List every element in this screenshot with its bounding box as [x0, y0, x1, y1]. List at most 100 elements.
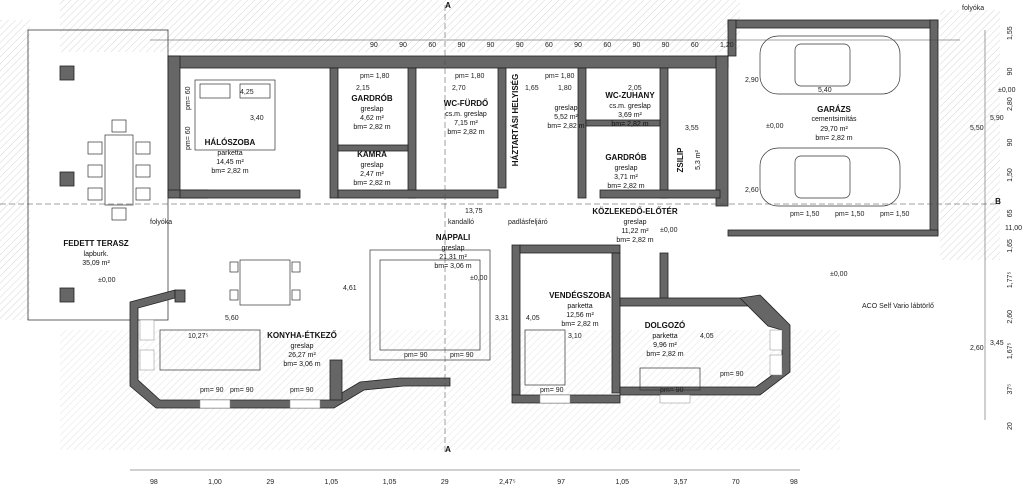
bay-window-tiles — [139, 319, 783, 409]
right-dimension-label: 1,55 — [1007, 26, 1014, 40]
svg-text:parketta: parketta — [652, 333, 677, 340]
svg-text:5,3 m²: 5,3 m² — [695, 149, 702, 170]
section-b-label: B — [995, 197, 1001, 206]
level-mark-1: ±0,00 — [998, 87, 1016, 94]
svg-text:35,09 m²: 35,09 m² — [82, 260, 110, 267]
right-dimension-label: 1,77⁵ — [1007, 272, 1014, 289]
svg-text:KÖZLEKEDŐ-ELŐTÉR: KÖZLEKEDŐ-ELŐTÉR — [592, 207, 678, 216]
terrace-pillar-3 — [59, 287, 75, 303]
room-gardrob-2: GARDRÓB greslap 3,71 m² bm= 2,82 m — [605, 153, 647, 190]
top-dimension-label: 90 — [662, 42, 670, 49]
dim-310: 3,10 — [568, 333, 582, 340]
room-nappali: NAPPALI greslap 21,31 m² bm= 3,06 m — [434, 233, 471, 270]
right-dimension-label: 20 — [1007, 422, 1014, 430]
room-haztartasi: HÁZTARTÁSI HELYISÉG greslap 5,52 m² bm= … — [511, 74, 585, 166]
right-dimension-label: 1,50 — [1007, 168, 1014, 182]
label-folyoka-top: folyóka — [962, 5, 984, 12]
room-haloszoba: HÁLÓSZOBA parketta 14,45 m² bm= 2,82 m — [205, 138, 256, 175]
svg-text:5,52 m²: 5,52 m² — [554, 114, 578, 121]
svg-text:bm= 2,82 m: bm= 2,82 m — [447, 129, 484, 136]
svg-text:cs.m. greslap: cs.m. greslap — [445, 111, 487, 118]
pm-label-2: pm= 1,80 — [455, 73, 484, 80]
section-a-bottom: A — [445, 445, 451, 454]
svg-text:parketta: parketta — [217, 150, 242, 157]
pm-label-13: pm= 90 — [230, 387, 254, 394]
svg-text:greslap: greslap — [555, 105, 578, 112]
svg-text:KAMRA: KAMRA — [357, 150, 387, 159]
svg-text:21,31 m²: 21,31 m² — [439, 254, 467, 261]
svg-text:3,69 m²: 3,69 m² — [618, 112, 642, 119]
dim-345: 3,45 — [990, 340, 1004, 347]
right-dimension-labels: 1,55902,80901,50651,651,77⁵2,601,67⁵37⁵2… — [1007, 26, 1014, 430]
top-dimension-label: 90 — [633, 42, 641, 49]
dim-331: 3,31 — [495, 315, 509, 322]
bottom-dimension-label: 29 — [441, 479, 449, 486]
svg-text:bm= 3,06 m: bm= 3,06 m — [434, 263, 471, 270]
level-mark-3: ±0,00 — [660, 227, 678, 234]
pm-label-10: pm= 1,50 — [835, 211, 864, 218]
label-padlasfeljaro: padlásfeljáró — [508, 219, 548, 226]
svg-text:29,70 m²: 29,70 m² — [820, 126, 848, 133]
top-dimension-label: 90 — [370, 42, 378, 49]
car-bottom — [759, 147, 901, 207]
room-konyha: KONYHA-ÉTKEZŐ greslap 26,27 m² bm= 3,06 … — [267, 331, 337, 368]
svg-text:7,15 m²: 7,15 m² — [454, 120, 478, 127]
room-kozlekedo: KÖZLEKEDŐ-ELŐTÉR greslap 11,22 m² bm= 2,… — [592, 207, 678, 244]
section-a-top: A — [445, 1, 451, 10]
guest-bed — [524, 329, 566, 386]
dim-215: 2,15 — [356, 85, 370, 92]
svg-text:bm= 2,82 m: bm= 2,82 m — [211, 168, 248, 175]
label-kandallo: kandalló — [448, 219, 474, 226]
dim-290: 2,90 — [745, 77, 759, 84]
kitchen-counter — [159, 329, 261, 371]
svg-text:HÁZTARTÁSI HELYISÉG: HÁZTARTÁSI HELYISÉG — [511, 74, 520, 166]
top-dimension-label: 60 — [603, 42, 611, 49]
right-dimension-label: 2,60 — [1007, 310, 1014, 324]
svg-text:ZSILIP: ZSILIP — [676, 147, 685, 173]
svg-text:11,22 m²: 11,22 m² — [621, 228, 649, 235]
room-wc-furdo: WC-FÜRDŐ cs.m. greslap 7,15 m² bm= 2,82 … — [444, 99, 488, 136]
pm-label-12: pm= 90 — [660, 387, 684, 394]
dim-10275: 10,27⁵ — [188, 333, 209, 340]
svg-text:GARÁZS: GARÁZS — [817, 105, 851, 114]
dim-1100: 11,00 — [1005, 225, 1022, 232]
svg-text:GARDRÓB: GARDRÓB — [351, 94, 393, 103]
pm-label-9: pm= 1,50 — [790, 211, 819, 218]
dim-425: 4,25 — [240, 89, 254, 96]
pm-label-4: pm= 90 — [404, 352, 428, 359]
right-dimension-label: 1,65 — [1007, 239, 1014, 253]
top-dimension-label: 60 — [691, 42, 699, 49]
svg-text:4,62 m²: 4,62 m² — [360, 115, 384, 122]
svg-text:VENDÉGSZOBA: VENDÉGSZOBA — [549, 291, 611, 300]
svg-text:greslap: greslap — [361, 106, 384, 113]
svg-text:greslap: greslap — [442, 245, 465, 252]
dim-260: 2,60 — [745, 187, 759, 194]
svg-text:WC-ZUHANY: WC-ZUHANY — [605, 91, 655, 100]
terrace-pillar-1 — [59, 65, 75, 81]
room-wc-zuhany: WC-ZUHANY cs.m. greslap 3,69 m² bm= 2,82… — [605, 91, 655, 128]
pm-label-8: pm= 90 — [540, 387, 564, 394]
right-dimension-label: 1,67⁵ — [1007, 342, 1014, 359]
svg-text:2,47 m²: 2,47 m² — [360, 171, 384, 178]
svg-text:bm= 2,82 m: bm= 2,82 m — [607, 183, 644, 190]
room-terasz: FEDETT TERASZ lapburk. 35,09 m² — [63, 239, 128, 267]
dim-405b: 4,05 — [700, 333, 714, 340]
bottom-dimension-label: 70 — [732, 479, 740, 486]
svg-text:bm= 2,82 m: bm= 2,82 m — [646, 351, 683, 358]
svg-text:DOLGOZÓ: DOLGOZÓ — [645, 321, 685, 330]
site-hatch-right — [940, 10, 1000, 260]
room-vendegszoba: VENDÉGSZOBA parketta 12,56 m² bm= 2,82 m — [549, 291, 611, 328]
dim-205: 2,05 — [628, 85, 642, 92]
svg-text:bm= 2,82 m: bm= 2,82 m — [547, 123, 584, 130]
living-sofa — [369, 249, 491, 361]
bed — [194, 79, 276, 151]
top-dimension-label: 90 — [487, 42, 495, 49]
svg-text:bm= 2,82 m: bm= 2,82 m — [611, 121, 648, 128]
svg-text:3,71 m²: 3,71 m² — [614, 174, 638, 181]
right-dimension-label: 37⁵ — [1007, 384, 1014, 395]
svg-text:greslap: greslap — [291, 343, 314, 350]
level-mark-2: ±0,00 — [766, 123, 784, 130]
